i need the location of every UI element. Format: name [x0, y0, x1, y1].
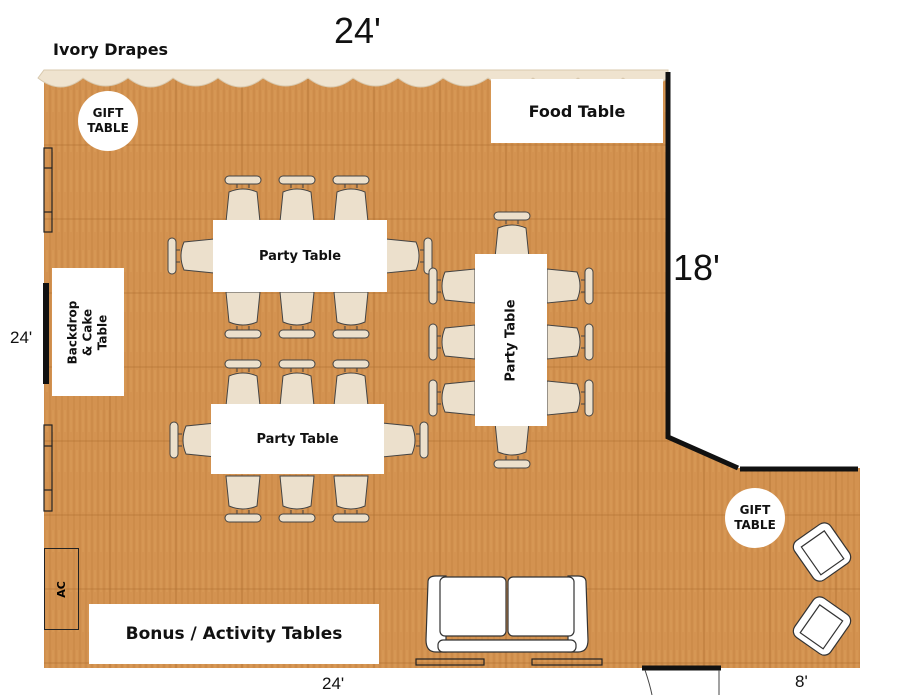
windows	[43, 147, 603, 666]
party-table-3-label: Party Table	[503, 298, 519, 382]
chair	[278, 359, 316, 407]
chair	[493, 211, 531, 259]
chair	[546, 267, 594, 305]
armchairs	[792, 522, 852, 656]
chair	[224, 359, 262, 407]
backdrop-cake-table: Backdrop & Cake Table	[52, 268, 124, 396]
chair	[332, 475, 370, 523]
chair	[546, 379, 594, 417]
party-table-3: Party Table	[475, 254, 547, 426]
top-dimension: 24'	[334, 10, 381, 51]
chair	[381, 421, 429, 459]
chair	[278, 175, 316, 223]
chair	[332, 175, 370, 223]
bonus-activity-tables: Bonus / Activity Tables	[89, 604, 379, 664]
chair	[278, 291, 316, 339]
ac-unit: AC	[44, 548, 79, 630]
chair	[224, 475, 262, 523]
ac-label: AC	[55, 580, 68, 598]
chair	[332, 291, 370, 339]
chair	[332, 359, 370, 407]
chair	[546, 323, 594, 361]
gift-table-2: GIFT TABLE	[725, 488, 785, 548]
chair	[224, 291, 262, 339]
right-dimension: 18'	[673, 247, 720, 288]
door-swing	[644, 669, 720, 695]
chair	[428, 379, 476, 417]
sofa	[425, 575, 589, 653]
left-dimension: 24'	[10, 328, 33, 347]
chair	[224, 175, 262, 223]
drapes-label: Ivory Drapes	[53, 40, 169, 59]
backdrop-cake-label: Backdrop & Cake Table	[65, 300, 110, 364]
chair	[169, 421, 217, 459]
chair	[493, 421, 531, 469]
alcove-dimension: 8'	[795, 672, 808, 691]
bottom-dimension: 24'	[322, 674, 345, 693]
chair	[428, 323, 476, 361]
party-table-2: Party Table	[211, 404, 384, 474]
chair	[385, 237, 433, 275]
food-table: Food Table	[491, 79, 663, 143]
party-table-1: Party Table	[213, 220, 387, 292]
chairs	[167, 175, 594, 523]
gift-table-1: GIFT TABLE	[78, 91, 138, 151]
chair	[167, 237, 215, 275]
chair	[428, 267, 476, 305]
chair	[278, 475, 316, 523]
walls	[43, 72, 858, 671]
